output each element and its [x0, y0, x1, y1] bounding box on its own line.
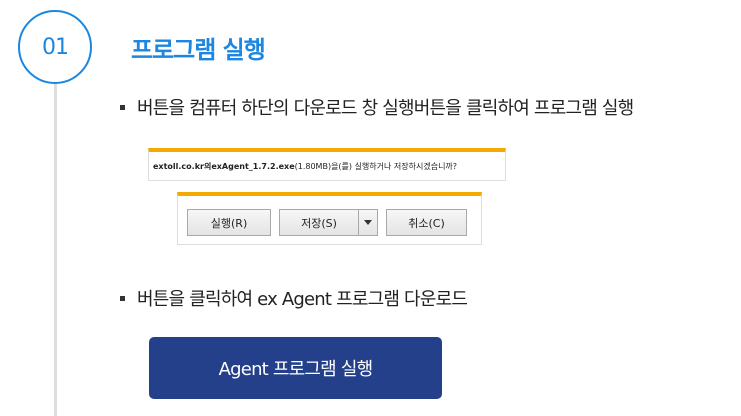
download-question: (1.80MB)을(를) 실행하거나 저장하시겠습니까? [294, 161, 458, 171]
download-prompt-buttons: 실행(R) 저장(S) 취소(C) [177, 192, 482, 245]
download-filename: exAgent_1.7.2.exe [211, 161, 295, 171]
instruction-item: 버튼을 클릭하여 ex Agent 프로그램 다운로드 [120, 285, 468, 311]
instruction-text: 버튼을 클릭하여 ex Agent 프로그램 다운로드 [137, 289, 468, 310]
agent-run-button[interactable]: Agent 프로그램 실행 [149, 337, 442, 399]
step-number: 01 [42, 34, 69, 60]
step-title: 프로그램 실행 [131, 36, 266, 64]
bullet-square-icon [120, 104, 125, 110]
run-button: 실행(R) [187, 209, 271, 236]
cancel-button: 취소(C) [386, 209, 467, 236]
step-number-badge: 01 [18, 10, 92, 84]
instruction-text: 버튼을 컴퓨터 하단의 다운로드 창 실행버튼을 클릭하여 프로그램 실행 [137, 98, 634, 119]
download-prompt-message: extoll.co.kr의 exAgent_1.7.2.exe(1.80MB)을… [148, 148, 506, 181]
timeline-line [54, 84, 57, 416]
download-site: extoll.co.kr의 [153, 161, 212, 171]
save-button: 저장(S) [279, 209, 359, 236]
bullet-square-icon [120, 295, 125, 301]
save-dropdown-icon [358, 209, 378, 236]
instruction-item: 버튼을 컴퓨터 하단의 다운로드 창 실행버튼을 클릭하여 프로그램 실행 [120, 94, 634, 120]
